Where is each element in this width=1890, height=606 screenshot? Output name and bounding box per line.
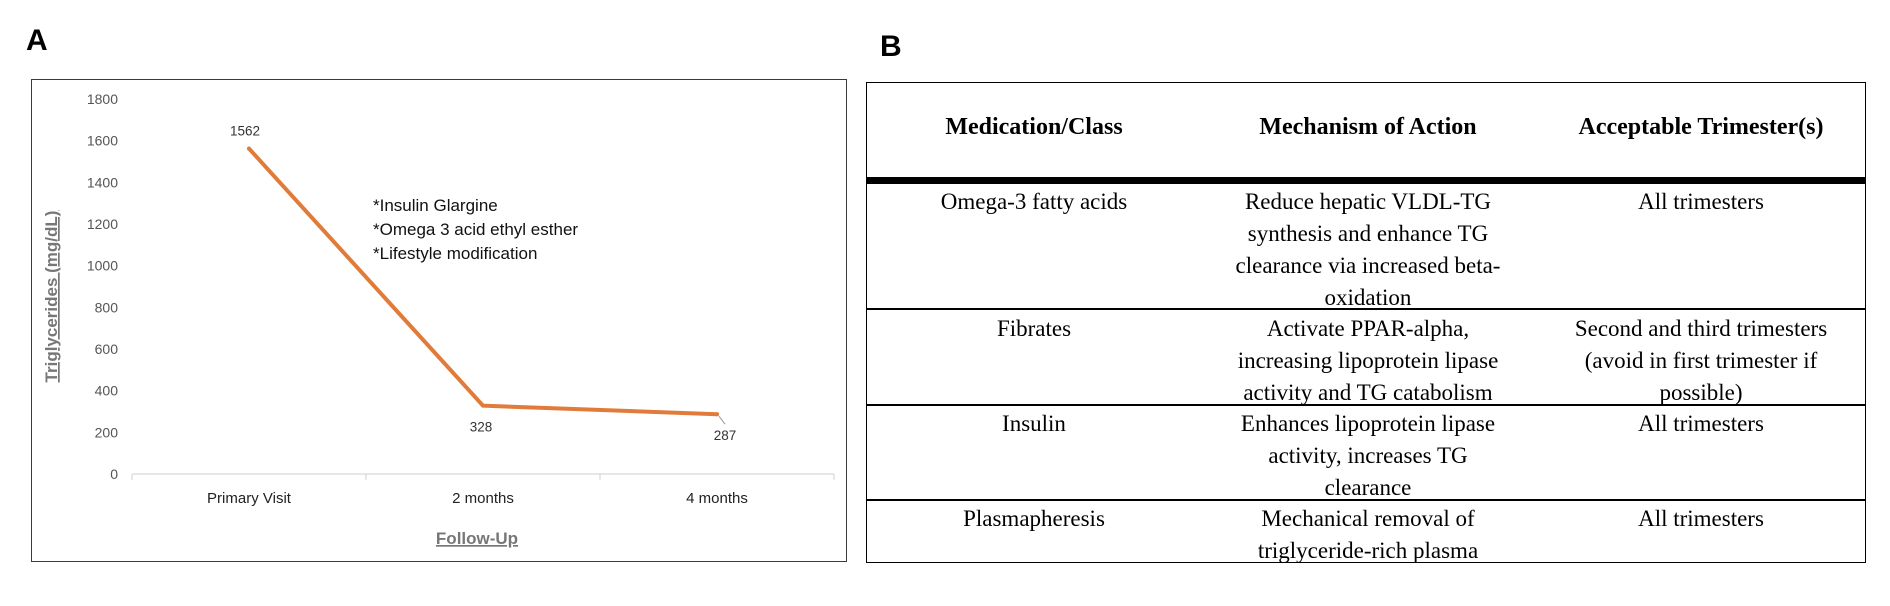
trimester-cell: All trimesters	[1535, 408, 1867, 504]
panel-b-label: B	[880, 30, 902, 63]
trimester-line: All trimesters	[1638, 506, 1764, 531]
y-tick-label: 1600	[87, 133, 118, 149]
y-tick-label: 400	[95, 383, 119, 399]
row-divider	[867, 404, 1865, 406]
trimester-cell: All trimesters	[1535, 503, 1867, 567]
table-row: Plasmapheresis Mechanical removal of tri…	[867, 503, 1865, 567]
table-row: Fibrates Activate PPAR-alpha, increasing…	[867, 313, 1865, 409]
trimester-line: Second and third trimesters	[1574, 316, 1828, 341]
mechanism-line: clearance via increased beta-	[1235, 253, 1501, 278]
mechanism-line: activity and TG catabolism	[1243, 380, 1493, 405]
triglyceride-line	[247, 146, 719, 417]
trimester-cell: All trimesters	[1535, 186, 1867, 314]
panel-a-label: A	[26, 24, 48, 57]
mechanism-line: Activate PPAR-alpha,	[1266, 316, 1470, 341]
header-mechanism: Mechanism of Action	[1259, 114, 1477, 140]
mechanism-cell: Enhances lipoprotein lipase activity, in…	[1201, 408, 1535, 504]
data-point	[247, 146, 251, 151]
table-header-row: Medication/Class Mechanism of Action Acc…	[867, 111, 1865, 143]
mechanism-line: Reduce hepatic VLDL-TG	[1244, 189, 1492, 214]
table-row: Insulin Enhances lipoprotein lipase acti…	[867, 408, 1865, 504]
annotation-text: *Omega 3 acid ethyl esther	[373, 220, 578, 239]
x-tick-label: 4 months	[686, 490, 748, 507]
mechanism-cell: Activate PPAR-alpha, increasing lipoprot…	[1201, 313, 1535, 409]
mechanism-line: triglyceride-rich plasma	[1257, 538, 1479, 563]
trimester-line: possible)	[1659, 380, 1743, 405]
mechanism-cell: Reduce hepatic VLDL-TG synthesis and enh…	[1201, 186, 1535, 314]
y-axis-title: Triglycerides (mg/dL)	[42, 211, 61, 383]
table-row: Omega-3 fatty acids Reduce hepatic VLDL-…	[867, 186, 1865, 314]
header-divider	[867, 177, 1865, 184]
y-tick-label: 1200	[87, 216, 118, 232]
x-tick-label: 2 months	[452, 490, 514, 507]
mechanism-cell: Mechanical removal of triglyceride-rich …	[1201, 503, 1535, 567]
trimester-cell: Second and third trimesters (avoid in fi…	[1535, 313, 1867, 409]
row-divider	[867, 308, 1865, 310]
y-tick-label: 200	[95, 424, 119, 440]
mechanism-line: synthesis and enhance TG	[1247, 221, 1489, 246]
medication-cell: Omega-3 fatty acids	[940, 189, 1128, 214]
mechanism-line: activity, increases TG	[1268, 443, 1468, 468]
annotation-text: *Insulin Glargine	[373, 196, 498, 215]
x-axis-title: Follow-Up	[436, 529, 518, 548]
mechanism-line: Mechanical removal of	[1261, 506, 1475, 531]
chart-svg: 0 200 400 600 800 1000 1200 1400 1600 1800Primary…	[42, 91, 835, 548]
y-tick-label: 1400	[87, 174, 118, 190]
mechanism-line: Enhances lipoprotein lipase	[1240, 411, 1496, 436]
data-point	[481, 403, 485, 408]
medication-cell: Plasmapheresis	[963, 506, 1105, 531]
data-label-leader	[718, 415, 726, 425]
data-label: 287	[714, 428, 737, 443]
annotation-text: *Lifestyle modification	[373, 244, 537, 263]
data-label: 1562	[230, 124, 260, 139]
row-divider	[867, 499, 1865, 501]
header-medication: Medication/Class	[945, 114, 1123, 140]
trimester-line: (avoid in first trimester if	[1584, 348, 1818, 373]
y-tick-label: 800	[95, 299, 119, 315]
mechanism-line: oxidation	[1324, 285, 1412, 310]
trimester-line: All trimesters	[1638, 189, 1764, 214]
header-trimester: Acceptable Trimester(s)	[1578, 114, 1824, 140]
y-tick-label: 1800	[87, 91, 118, 107]
mechanism-line: increasing lipoprotein lipase	[1237, 348, 1499, 373]
y-tick-label: 0	[110, 466, 118, 482]
trimester-line: All trimesters	[1638, 411, 1764, 436]
data-point	[715, 412, 719, 417]
x-tick-label: Primary Visit	[207, 490, 292, 507]
medication-cell: Fibrates	[996, 316, 1072, 341]
data-label: 328	[470, 420, 493, 435]
y-tick-label: 1000	[87, 258, 118, 274]
y-tick-label: 600	[95, 341, 119, 357]
medication-table: Medication/Class Mechanism of Action Acc…	[866, 82, 1866, 563]
medication-cell: Insulin	[1002, 411, 1066, 436]
mechanism-line: clearance	[1324, 475, 1412, 500]
